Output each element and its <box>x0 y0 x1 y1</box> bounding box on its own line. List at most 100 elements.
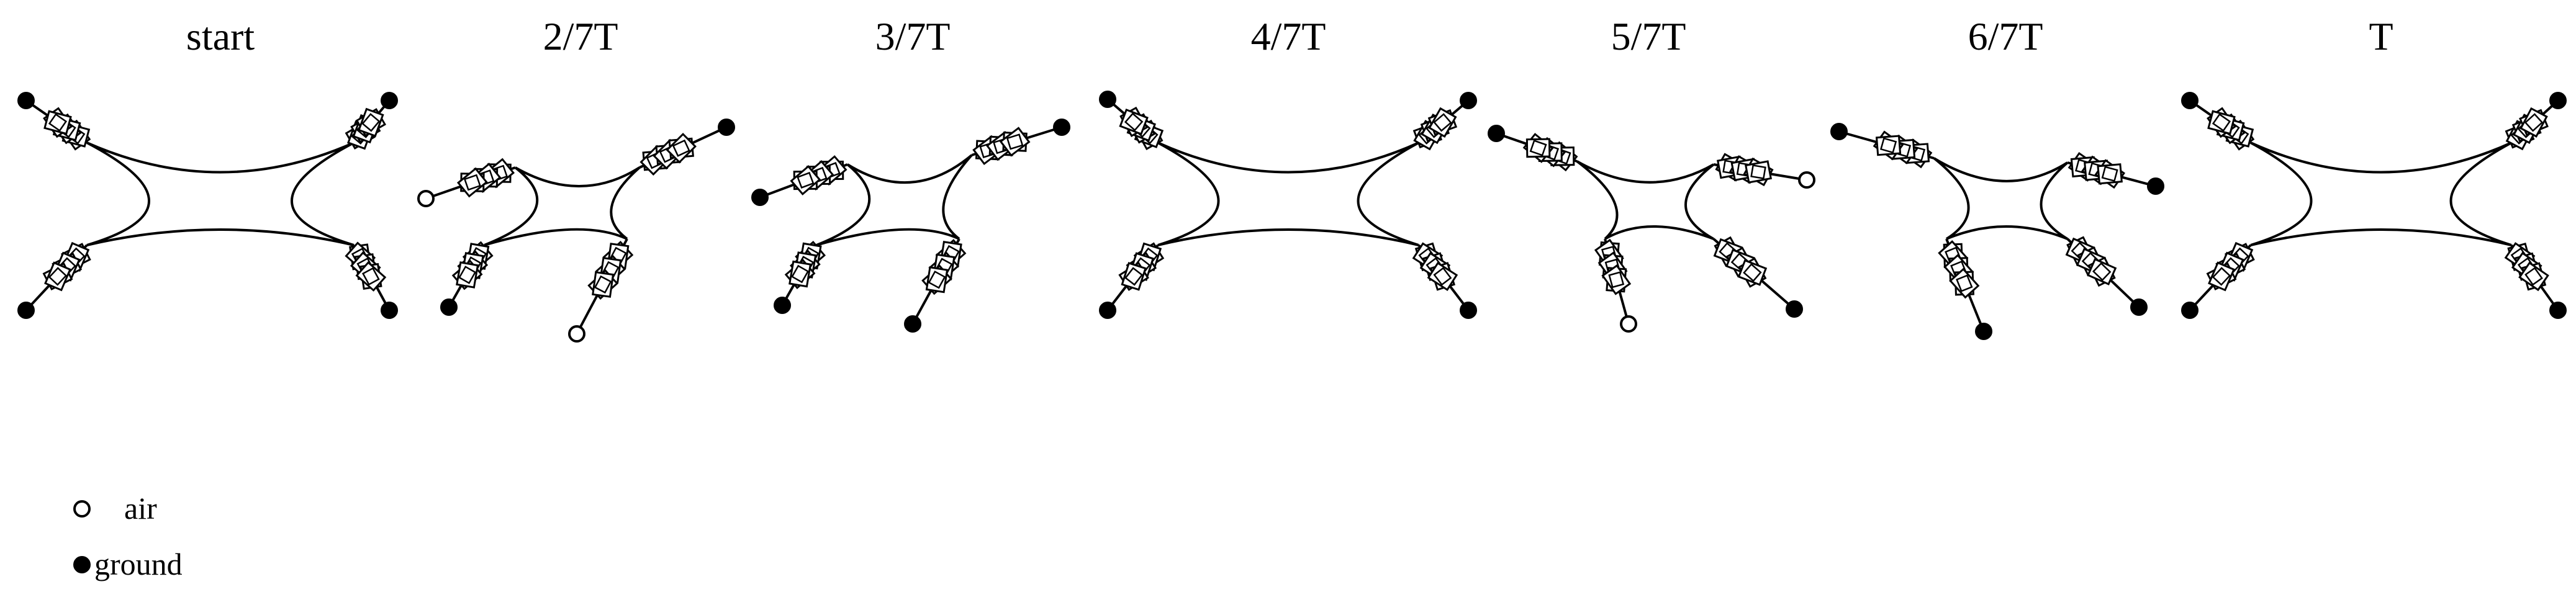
servo-module-3 <box>2207 107 2236 138</box>
frame-5: 5/7T <box>1488 14 1815 333</box>
leg-front-right <box>639 119 735 176</box>
frame-3: 3/7T <box>751 14 1070 333</box>
leg-rear-left <box>774 241 826 314</box>
servo-module-3 <box>587 269 618 300</box>
servo-module-3 <box>2087 256 2117 287</box>
frame-7: T <box>2181 14 2567 319</box>
servo-module-3 <box>784 259 816 290</box>
leg-front-left <box>2181 92 2255 151</box>
servo-module-3 <box>1427 261 1458 291</box>
frame-title: start <box>186 14 255 58</box>
leg-rear-right <box>2065 236 2148 316</box>
servo-module-3 <box>666 133 697 164</box>
leg-rear-right <box>2504 242 2567 319</box>
foot-ground-marker <box>381 92 398 109</box>
leg-front-right <box>2505 92 2567 151</box>
foot-ground-marker <box>1460 92 1477 109</box>
leg-front-right <box>1713 153 1815 189</box>
foot-ground-marker <box>1975 323 1992 340</box>
foot-ground-marker <box>751 189 769 206</box>
foot-ground-marker <box>1053 119 1070 136</box>
foot-ground-marker <box>2181 92 2199 109</box>
servo-module-3 <box>2206 261 2237 292</box>
foot-ground-marker <box>1460 302 1477 319</box>
servo-module-3 <box>1743 157 1774 187</box>
frame-4: 4/7T <box>1099 14 1477 319</box>
foot-ground-marker <box>2549 92 2567 109</box>
foot-air-marker <box>1620 315 1637 333</box>
body-outline <box>1576 160 1715 240</box>
leg-front-left <box>1488 125 1578 172</box>
leg-front-left <box>17 92 91 151</box>
leg-rear-right <box>568 238 634 343</box>
foot-ground-marker <box>2147 177 2164 195</box>
frame-title: 4/7T <box>1251 14 1326 58</box>
foot-air-marker <box>417 190 435 207</box>
leg-front-left <box>1830 123 1935 169</box>
foot-ground-marker <box>440 298 458 316</box>
leg-rear-right <box>1412 242 1477 319</box>
leg-front-right <box>345 92 398 150</box>
servo-module-3 <box>355 107 386 137</box>
leg-front-right <box>971 119 1070 166</box>
servo-module-3 <box>1118 261 1149 291</box>
legend-air-label: air <box>124 491 157 526</box>
servo-module-3 <box>42 261 73 292</box>
legend-ground-marker <box>73 556 91 573</box>
foot-ground-marker <box>1099 302 1116 319</box>
legend-ground-label: ground <box>94 547 183 581</box>
frames-layer: start 2/7T 3/7T 4/7T 5/7T 6/7T T <box>17 14 2567 343</box>
foot-ground-marker <box>1786 300 1803 318</box>
foot-ground-marker <box>2130 298 2148 316</box>
foot-ground-marker <box>2549 302 2567 319</box>
body-outline <box>484 166 641 246</box>
frame-title: 5/7T <box>1611 14 1686 58</box>
servo-module-3 <box>1737 257 1768 288</box>
leg-rear-left <box>1938 238 1992 340</box>
servo-module-3 <box>790 164 821 195</box>
foot-ground-marker <box>381 302 398 319</box>
body-outline <box>1933 157 2069 240</box>
frame-6: 6/7T <box>1830 14 2164 340</box>
frame-2: 2/7T <box>417 14 735 343</box>
servo-module-3 <box>2518 261 2549 292</box>
leg-rear-left <box>440 241 494 316</box>
servo-module-3 <box>1427 107 1458 138</box>
leg-rear-left <box>1594 238 1637 333</box>
foot-ground-marker <box>17 92 35 109</box>
frame-title: 2/7T <box>543 14 618 58</box>
servo-module-3 <box>456 167 488 198</box>
servo-module-3 <box>1119 106 1149 137</box>
foot-ground-marker <box>774 297 791 314</box>
leg-rear-left <box>1099 242 1165 319</box>
leg-front-left <box>1099 91 1164 150</box>
foot-ground-marker <box>1488 125 1505 142</box>
body-outline <box>1157 141 1419 246</box>
foot-air-marker <box>1798 171 1815 189</box>
leg-rear-left <box>2181 241 2255 319</box>
leg-rear-right <box>904 238 967 333</box>
foot-air-marker <box>568 325 585 343</box>
foot-ground-marker <box>718 119 735 136</box>
body-outline <box>86 141 355 246</box>
frame-title: T <box>2369 14 2393 58</box>
foot-ground-marker <box>904 315 921 333</box>
body-outline <box>2250 141 2512 246</box>
frame-title: 6/7T <box>1968 14 2043 58</box>
body-outline <box>816 154 973 246</box>
foot-ground-marker <box>2181 302 2199 319</box>
servo-module-3 <box>1949 267 1980 299</box>
leg-rear-left <box>17 241 91 319</box>
foot-ground-marker <box>1830 123 1848 140</box>
leg-front-left <box>751 155 848 206</box>
servo-module-3 <box>2519 107 2549 138</box>
servo-module-3 <box>451 259 483 290</box>
frame-title: 3/7T <box>875 14 951 58</box>
servo-module-3 <box>1873 130 1904 161</box>
servo-module-3 <box>355 261 387 292</box>
legend: air ground <box>73 491 183 581</box>
servo-module-3 <box>1601 264 1632 295</box>
foot-ground-marker <box>17 302 35 319</box>
leg-rear-right <box>345 241 398 319</box>
leg-front-right <box>1412 92 1477 151</box>
